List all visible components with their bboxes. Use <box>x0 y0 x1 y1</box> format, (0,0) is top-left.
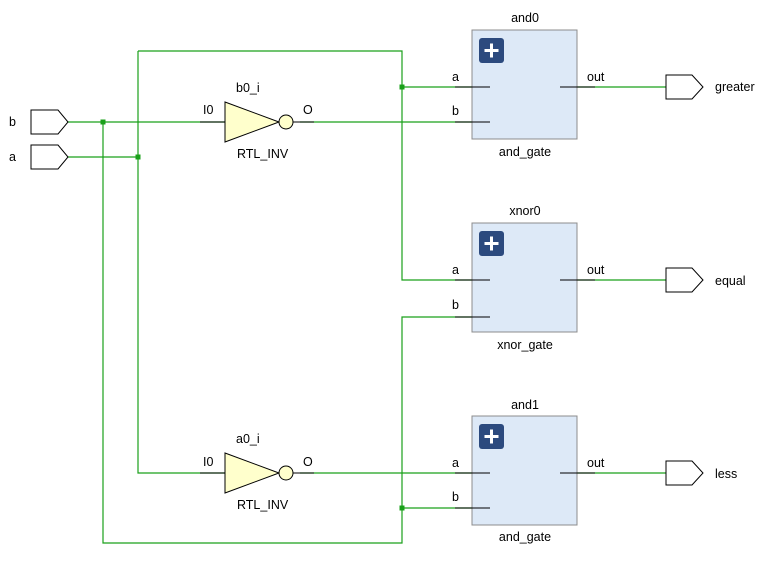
block-pin-b-label: b <box>452 490 459 504</box>
block-pin-a-label: a <box>452 70 459 84</box>
junction-dot <box>399 84 405 90</box>
inverter-bubble <box>278 114 294 130</box>
inverter-input-pin-label: I0 <box>203 103 213 117</box>
block-instance-name: and0 <box>511 11 539 25</box>
block-instance-name: and1 <box>511 398 539 412</box>
block-pin-b-label: b <box>452 298 459 312</box>
block-xnor0[interactable]: xnor0 a b out xnor_gate <box>452 204 605 352</box>
output-port-label: equal <box>715 274 746 288</box>
inverter-triangle[interactable] <box>224 101 281 143</box>
output-port-label: less <box>715 467 737 481</box>
output-port-equal[interactable]: equal <box>665 267 746 293</box>
block-and1[interactable]: and1 a b out and_gate <box>452 398 605 544</box>
block-pin-out-label: out <box>587 456 605 470</box>
junction-dot <box>135 154 141 160</box>
input-port-shape[interactable] <box>30 109 69 135</box>
output-port-greater[interactable]: greater <box>665 74 755 100</box>
plus-icon <box>484 429 499 444</box>
inverter-b0-i[interactable]: b0_i I0 O RTL_INV <box>200 81 314 161</box>
inverter-cell-type: RTL_INV <box>237 147 289 161</box>
output-port-shape[interactable] <box>665 460 704 486</box>
junction-dot <box>399 505 405 511</box>
inverter-output-pin-label: O <box>303 455 313 469</box>
input-port-label: a <box>9 150 16 164</box>
inverter-output-pin-label: O <box>303 103 313 117</box>
input-port-a[interactable]: a <box>9 144 69 170</box>
output-port-shape[interactable] <box>665 267 704 293</box>
input-port-label: b <box>9 115 16 129</box>
block-module-name: and_gate <box>499 530 551 544</box>
block-and0[interactable]: and0 a b out and_gate <box>452 11 605 159</box>
plus-icon <box>484 236 499 251</box>
block-pin-a-label: a <box>452 263 459 277</box>
nets <box>68 50 666 544</box>
block-pin-out-label: out <box>587 263 605 277</box>
inverter-instance-name: b0_i <box>236 81 260 95</box>
input-port-shape[interactable] <box>30 144 69 170</box>
junctions <box>100 84 405 511</box>
output-port-less[interactable]: less <box>665 460 737 486</box>
input-port-b[interactable]: b <box>9 109 69 135</box>
block-module-name: and_gate <box>499 145 551 159</box>
inverter-input-pin-label: I0 <box>203 455 213 469</box>
block-module-name: xnor_gate <box>497 338 553 352</box>
inverter-triangle[interactable] <box>224 452 281 494</box>
block-instance-name: xnor0 <box>509 204 540 218</box>
output-port-label: greater <box>715 80 755 94</box>
block-pin-b-label: b <box>452 104 459 118</box>
junction-dot <box>100 119 106 125</box>
inverter-cell-type: RTL_INV <box>237 498 289 512</box>
net-a[interactable] <box>68 50 490 474</box>
block-pin-a-label: a <box>452 456 459 470</box>
inverter-bubble <box>278 465 294 481</box>
plus-icon <box>484 43 499 58</box>
output-port-shape[interactable] <box>665 74 704 100</box>
block-pin-out-label: out <box>587 70 605 84</box>
inverter-a0-i[interactable]: a0_i I0 O RTL_INV <box>200 432 314 512</box>
inverter-instance-name: a0_i <box>236 432 260 446</box>
